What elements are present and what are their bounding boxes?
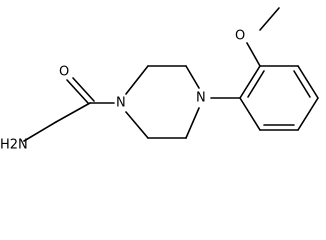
amine-label: H2N (0, 138, 28, 153)
bond-benzene-3 (297, 65, 319, 99)
bond-amine-ch2 (23, 121, 57, 142)
bond-aryl-methoxy-o (246, 42, 261, 67)
carbonyl-oxygen-label: O (59, 65, 69, 80)
structure-canvas: H2N O N N O (0, 7, 319, 153)
bond-carbonyl-o-1 (66, 79, 89, 104)
bond-benzene-4 (297, 97, 319, 131)
molecule-drawing: H2N O N N O (0, 7, 319, 153)
bond-benzene-1 (239, 65, 261, 99)
bond-ring-n4-cbot (185, 107, 200, 139)
bond-ring-cbotleft-n1 (125, 111, 149, 139)
piperazine-n4-label: N (196, 91, 206, 106)
bond-methoxy-o-ch3 (259, 7, 280, 31)
bond-benzene-6 (239, 97, 261, 131)
bond-carbonyl-o-2 (72, 77, 95, 102)
bond-ring-ctopright-n4 (185, 65, 200, 89)
bond-ch2-carbonyl (55, 102, 91, 123)
piperazine-n1-label: N (116, 96, 126, 111)
bond-benzene-inner-1 (247, 70, 265, 98)
bond-ring-n1-ctop (125, 65, 149, 95)
methoxy-oxygen-label: O (235, 29, 245, 44)
bond-benzene-inner-2 (293, 70, 311, 98)
